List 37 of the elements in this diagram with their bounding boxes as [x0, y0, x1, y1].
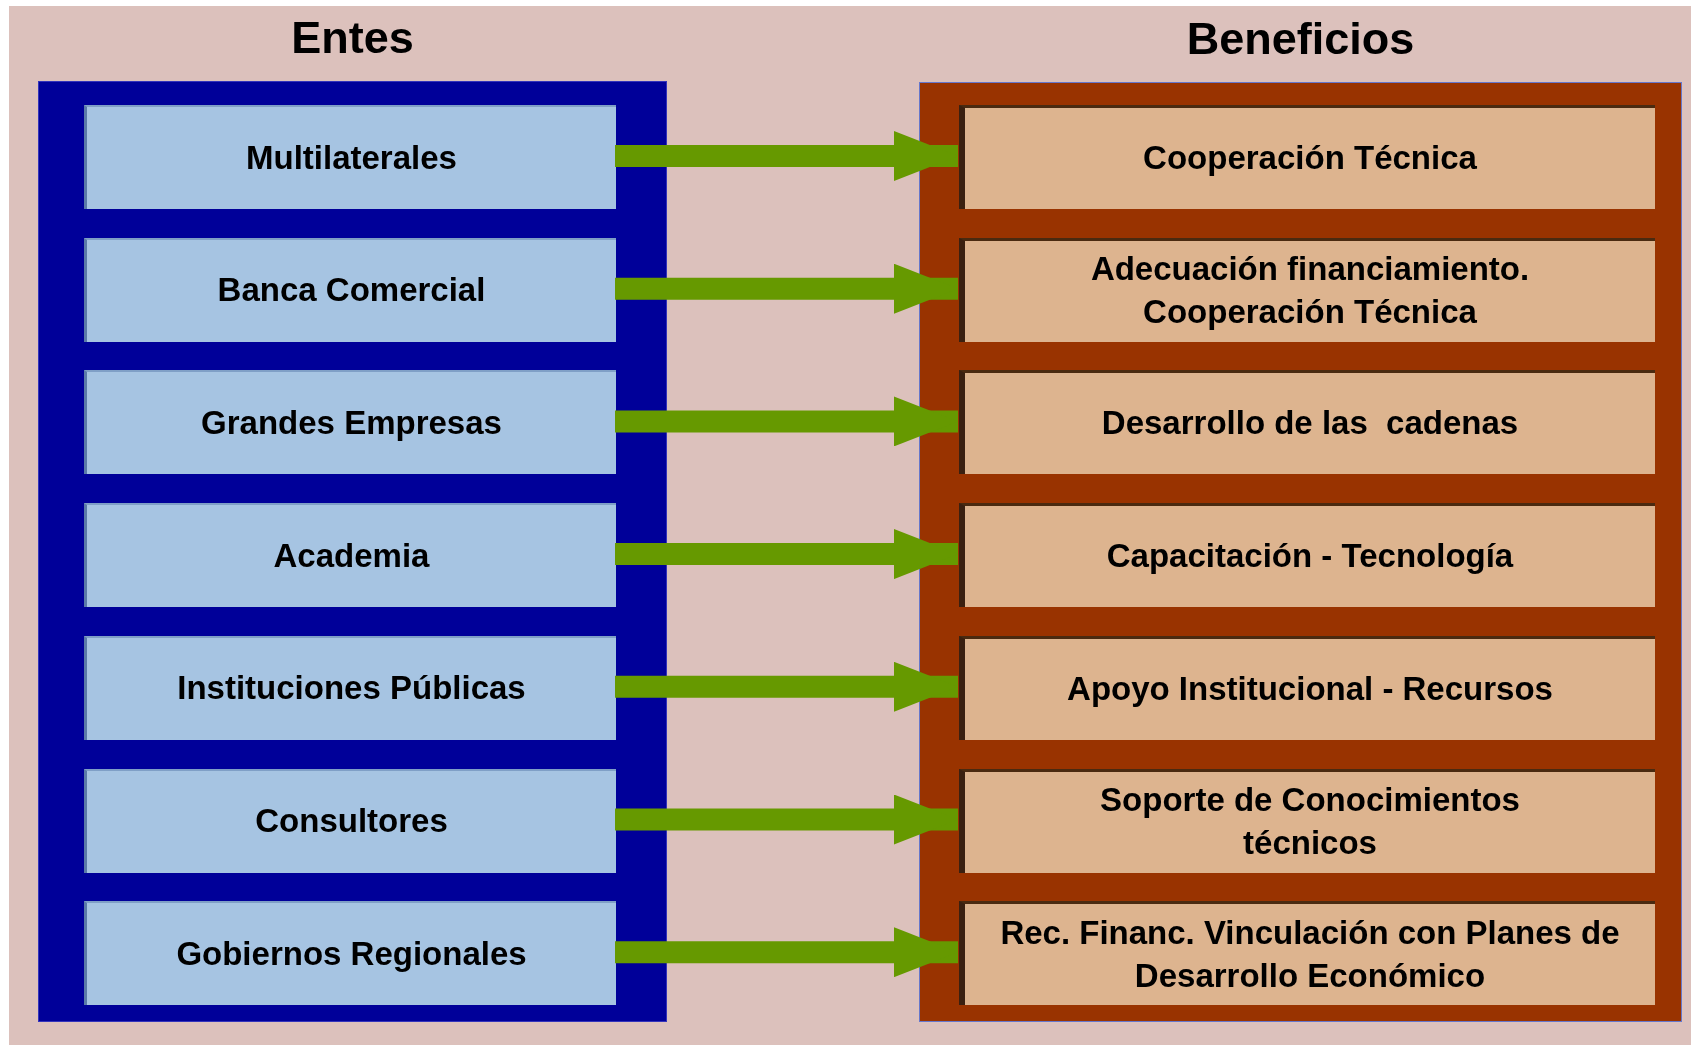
entity-box	[84, 635, 616, 740]
benefit-box	[959, 105, 1655, 209]
arrow	[615, 263, 958, 314]
arrow	[615, 131, 958, 181]
entity-label: Academia	[273, 535, 430, 576]
arrow	[615, 794, 958, 845]
entity-label: Gobiernos Regionales	[176, 933, 527, 974]
benefit-box	[959, 635, 1655, 740]
entity-box	[84, 503, 616, 608]
entity-label: Grandes Empresas	[201, 402, 502, 443]
panel-heading: Entes	[290, 11, 415, 65]
entity-label: Consultores	[255, 801, 448, 842]
entity-box	[84, 901, 616, 1006]
arrow	[615, 529, 958, 580]
benefit-label: Soporte de Conocimientos técnicos	[1099, 780, 1521, 863]
entity-box	[84, 105, 616, 209]
entity-box	[84, 768, 616, 873]
benefit-label: Cooperación Técnica	[1143, 138, 1477, 179]
entity-box	[84, 370, 616, 475]
benefit-label: Adecuación financiamiento. Cooperación Técnica	[1089, 249, 1531, 333]
benefit-box	[959, 768, 1655, 873]
entity-label: Multilaterales	[246, 137, 457, 178]
benefit-label: Desarrollo de las cadenas	[1101, 403, 1519, 444]
entity-label: Instituciones Públicas	[177, 668, 526, 709]
benefit-label: Rec. Financ. Vinculación con Planes de Desarrollo Económico	[999, 912, 1621, 996]
benefit-box	[959, 370, 1655, 475]
arrow	[615, 927, 958, 978]
entity-label: Banca Comercial	[217, 270, 486, 311]
entity-box	[84, 237, 616, 342]
arrow	[615, 661, 958, 712]
arrow	[615, 396, 958, 447]
benefit-box	[959, 503, 1655, 608]
benefit-box	[959, 237, 1655, 342]
benefit-label: Capacitación - Tecnología	[1106, 536, 1514, 577]
benefit-label: Apoyo Institucional - Recursos	[1067, 668, 1553, 709]
panel-heading: Beneficios	[1185, 12, 1416, 66]
benefit-box	[959, 901, 1655, 1006]
